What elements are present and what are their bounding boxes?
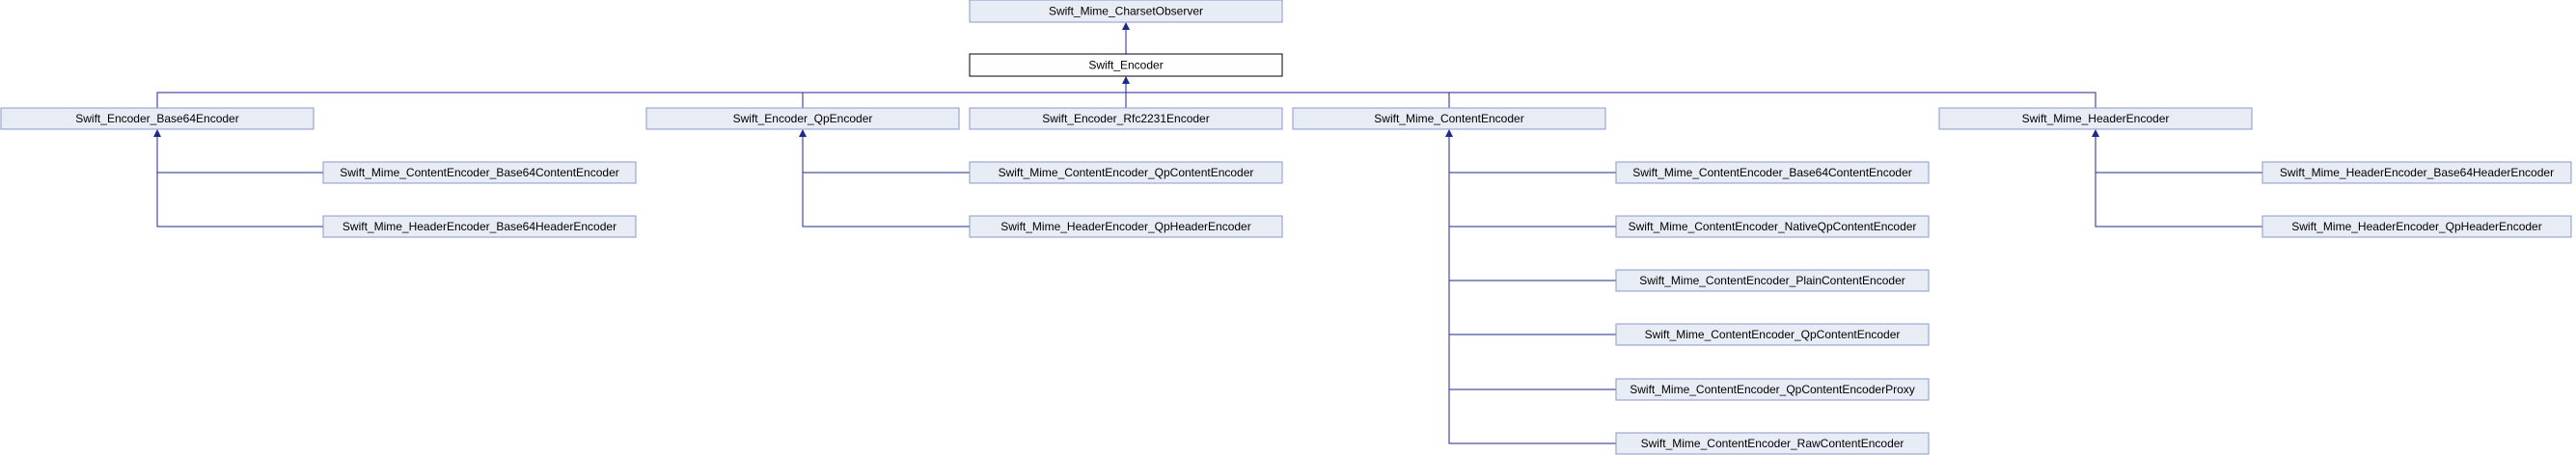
edge-children-to-encoder (156, 82, 2096, 108)
edge-base64-children (156, 136, 323, 228)
arrow-content-encoder (1445, 129, 1453, 137)
node-box (0, 107, 315, 130)
node-label: Swift_Encoder (1088, 59, 1163, 72)
arrow-charset-observer (1122, 22, 1130, 30)
node-box (969, 215, 1283, 238)
node-box (1615, 378, 1930, 401)
node-box (322, 215, 637, 238)
node-qp-header-encoder-a[interactable]: Swift_Mime_HeaderEncoder_QpHeaderEncoder (969, 215, 1283, 238)
node-box (969, 53, 1283, 77)
node-label: Swift_Mime_ContentEncoder_QpContentEncod… (999, 166, 1254, 179)
node-box (2261, 161, 2572, 184)
node-label: Swift_Mime_ContentEncoder (1374, 112, 1523, 125)
node-qp-content-encoder-b[interactable]: Swift_Mime_ContentEncoder_QpContentEncod… (1615, 323, 1930, 346)
edges (153, 22, 2262, 444)
node-box (1615, 215, 1930, 238)
node-label: Swift_Mime_HeaderEncoder_QpHeaderEncoder (1000, 220, 1250, 233)
node-box (969, 107, 1283, 130)
node-label: Swift_Encoder_Rfc2231Encoder (1042, 112, 1209, 125)
node-b64-content-encoder-b[interactable]: Swift_Mime_ContentEncoder_Base64ContentE… (1615, 161, 1930, 184)
node-label: Swift_Mime_ContentEncoder_Base64ContentE… (340, 166, 619, 179)
node-box (1938, 107, 2253, 130)
arrow-base64-encoder (153, 129, 161, 137)
node-box (1615, 323, 1930, 346)
node-label: Swift_Mime_HeaderEncoder_QpHeaderEncoder (2291, 220, 2541, 233)
arrow-header-encoder (2092, 129, 2099, 137)
node-charset-observer[interactable]: Swift_Mime_CharsetObserver (969, 0, 1283, 23)
node-label: Swift_Mime_ContentEncoder_PlainContentEn… (1639, 274, 1905, 287)
arrow-qp-encoder (799, 129, 807, 137)
node-qp-content-encoder-proxy[interactable]: Swift_Mime_ContentEncoder_QpContentEncod… (1615, 378, 1930, 401)
node-box (322, 161, 637, 184)
node-encoder[interactable]: Swift_Encoder (969, 53, 1283, 77)
node-box (1615, 269, 1930, 292)
node-box (1615, 161, 1930, 184)
node-label: Swift_Encoder_QpEncoder (733, 112, 873, 125)
node-box (969, 0, 1283, 23)
node-box (1292, 107, 1606, 130)
arrow-encoder (1122, 76, 1130, 84)
node-box (969, 161, 1283, 184)
node-label: Swift_Mime_ContentEncoder_QpContentEncod… (1645, 328, 1901, 341)
node-header-encoder[interactable]: Swift_Mime_HeaderEncoder (1938, 107, 2253, 130)
node-qp-header-encoder-b[interactable]: Swift_Mime_HeaderEncoder_QpHeaderEncoder (2261, 215, 2572, 238)
node-label: Swift_Mime_CharsetObserver (1049, 5, 1203, 18)
edge-content-encoder-children (1448, 136, 1616, 444)
node-b64-header-encoder-b[interactable]: Swift_Mime_HeaderEncoder_Base64HeaderEnc… (2261, 161, 2572, 184)
node-qp-content-encoder-a[interactable]: Swift_Mime_ContentEncoder_QpContentEncod… (969, 161, 1283, 184)
node-label: Swift_Mime_ContentEncoder_Base64ContentE… (1632, 166, 1912, 179)
node-native-qp-content-encoder[interactable]: Swift_Mime_ContentEncoder_NativeQpConten… (1615, 215, 1930, 238)
node-qp-encoder[interactable]: Swift_Encoder_QpEncoder (645, 107, 960, 130)
node-label: Swift_Mime_HeaderEncoder_Base64HeaderEnc… (343, 220, 617, 233)
node-b64-header-encoder-a[interactable]: Swift_Mime_HeaderEncoder_Base64HeaderEnc… (322, 215, 637, 238)
node-label: Swift_Mime_ContentEncoder_NativeQpConten… (1629, 220, 1917, 233)
node-box (2261, 215, 2572, 238)
node-base64-encoder[interactable]: Swift_Encoder_Base64Encoder (0, 107, 315, 130)
node-b64-content-encoder-a[interactable]: Swift_Mime_ContentEncoder_Base64ContentE… (322, 161, 637, 184)
node-content-encoder[interactable]: Swift_Mime_ContentEncoder (1292, 107, 1606, 130)
node-plain-content-encoder[interactable]: Swift_Mime_ContentEncoder_PlainContentEn… (1615, 269, 1930, 292)
node-label: Swift_Mime_HeaderEncoder (2022, 112, 2170, 125)
node-label: Swift_Encoder_Base64Encoder (75, 112, 238, 125)
edge-qp-children (802, 136, 970, 228)
node-label: Swift_Mime_ContentEncoder_RawContentEnco… (1641, 437, 1905, 450)
node-box (645, 107, 960, 130)
node-box (1615, 432, 1930, 455)
node-raw-content-encoder[interactable]: Swift_Mime_ContentEncoder_RawContentEnco… (1615, 432, 1930, 455)
node-label: Swift_Mime_HeaderEncoder_Base64HeaderEnc… (2280, 166, 2554, 179)
node-label: Swift_Mime_ContentEncoder_QpContentEncod… (1630, 383, 1915, 396)
edge-header-encoder-children (2095, 136, 2262, 228)
node-rfc2231-encoder[interactable]: Swift_Encoder_Rfc2231Encoder (969, 107, 1283, 130)
